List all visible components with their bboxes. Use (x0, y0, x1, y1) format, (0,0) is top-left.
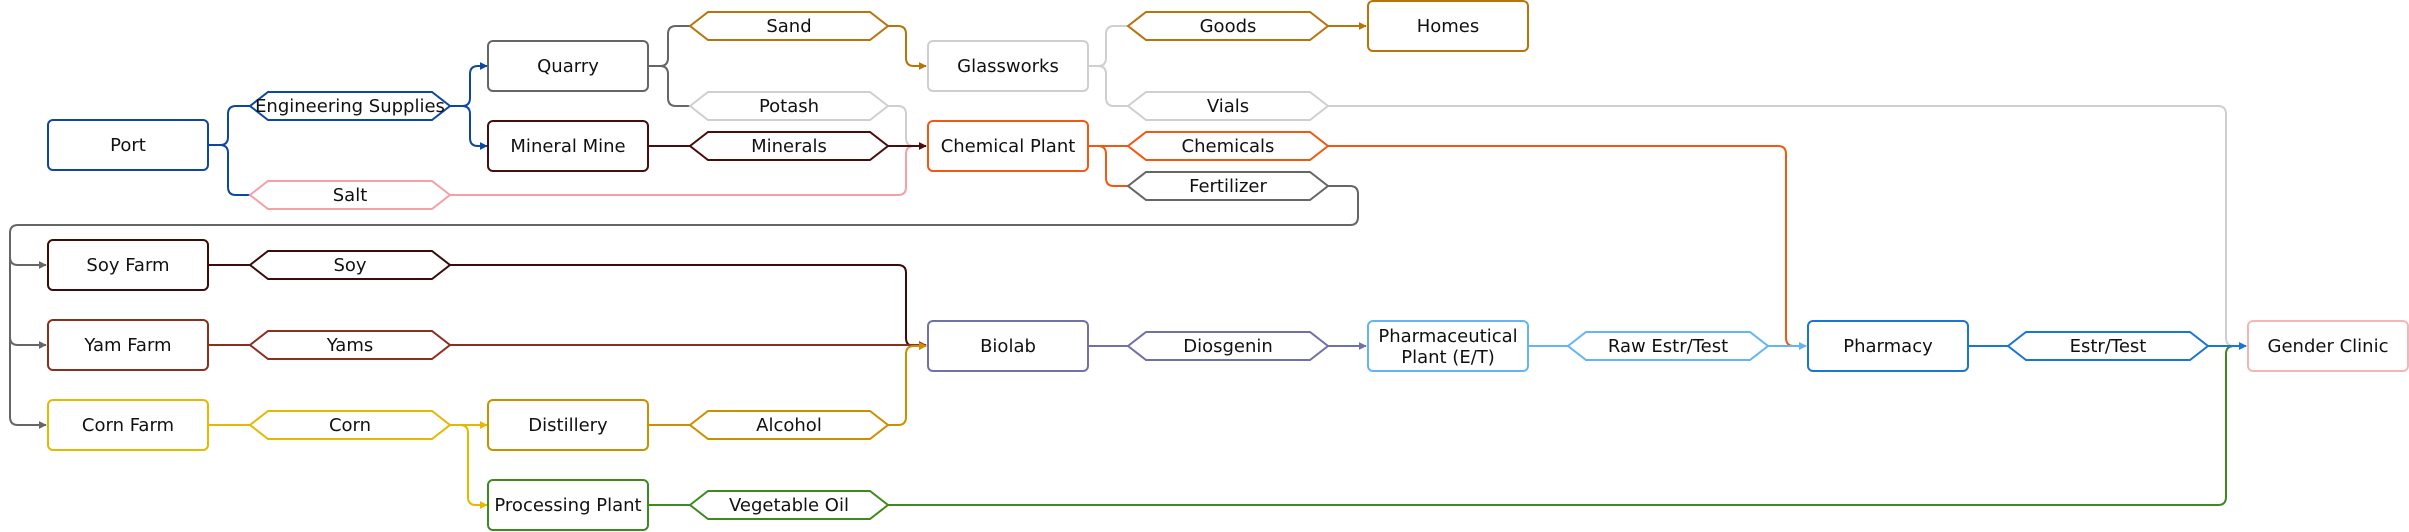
svg-text:Distillery: Distillery (528, 415, 608, 436)
svg-text:Raw Estr/Test: Raw Estr/Test (1608, 336, 1728, 357)
product-corn: Corn (248, 410, 452, 440)
edge-chemplant-fertilizer (1088, 145, 1128, 187)
svg-text:Soy: Soy (333, 255, 366, 276)
product-goods: Goods (1126, 11, 1330, 41)
svg-text:Goods: Goods (1200, 16, 1257, 37)
product-potash: Potash (688, 91, 890, 121)
edge-fertilizer-soyfarm (9, 256, 47, 269)
svg-text:Engineering Supplies: Engineering Supplies (255, 96, 445, 117)
product-alcohol: Alcohol (688, 410, 890, 440)
svg-text:Processing Plant: Processing Plant (494, 495, 641, 516)
svg-text:Vials: Vials (1207, 96, 1249, 117)
node-homes: Homes (1367, 0, 1529, 52)
node-port: Port (47, 119, 209, 171)
node-yam-farm: Yam Farm (47, 319, 209, 371)
svg-text:Sand: Sand (766, 16, 811, 37)
product-salt: Salt (248, 180, 452, 210)
product-sand: Sand (688, 11, 890, 41)
edge-soy-biolab (450, 264, 927, 350)
svg-text:Chemical Plant: Chemical Plant (941, 136, 1076, 157)
svg-text:Port: Port (110, 135, 146, 156)
product-minerals: Minerals (688, 131, 890, 161)
node-mineral-mine: Mineral Mine (487, 120, 649, 172)
product-fertilizer: Fertilizer (1126, 171, 1330, 201)
svg-text:Estr/Test: Estr/Test (2070, 336, 2147, 357)
node-pharmaceutical-plant: Pharmaceutical Plant (E/T) (1367, 320, 1529, 372)
svg-text:Salt: Salt (333, 185, 368, 206)
svg-text:Glassworks: Glassworks (957, 56, 1059, 77)
product-chemicals: Chemicals (1126, 131, 1330, 161)
edge-potash-chemplant (888, 105, 927, 150)
svg-text:Homes: Homes (1417, 16, 1480, 37)
svg-text:Minerals: Minerals (751, 136, 827, 157)
edge-engineering-quarry (450, 62, 488, 107)
svg-text:Biolab: Biolab (980, 336, 1036, 357)
node-glassworks: Glassworks (927, 40, 1089, 92)
svg-text:Soy Farm: Soy Farm (86, 255, 169, 276)
edge-quarry-potash (648, 65, 690, 107)
edge-fertilizer-farms (9, 185, 1359, 429)
edge-glassworks-vials (1088, 65, 1128, 107)
product-vegetable-oil: Vegetable Oil (688, 490, 890, 520)
svg-text:Quarry: Quarry (537, 56, 599, 77)
node-soy-farm: Soy Farm (47, 239, 209, 291)
svg-text:Pharmacy: Pharmacy (1843, 336, 1933, 357)
svg-text:Fertilizer: Fertilizer (1189, 176, 1267, 197)
edge-port-salt (208, 144, 250, 196)
node-processing-plant: Processing Plant (487, 479, 649, 531)
edge-chemicals-pharmacy (1328, 145, 1807, 350)
svg-text:Yam Farm: Yam Farm (83, 335, 171, 356)
svg-text:Mineral Mine: Mineral Mine (510, 136, 625, 157)
svg-text:Diosgenin: Diosgenin (1183, 336, 1273, 357)
edge-glassworks-goods (1088, 25, 1128, 67)
edge-port-engineering (208, 105, 250, 146)
svg-text:Yams: Yams (326, 335, 373, 356)
node-gender-clinic: Gender Clinic (2247, 320, 2409, 372)
product-estr-test: Estr/Test (2006, 331, 2210, 361)
node-quarry: Quarry (487, 40, 649, 92)
edge-fertilizer-yamfarm (9, 336, 47, 349)
edge-sand-glassworks (888, 25, 927, 70)
edge-corn-processing (450, 424, 488, 509)
edge-quarry-sand (648, 25, 690, 67)
svg-text:Corn: Corn (329, 415, 371, 436)
svg-text:Potash: Potash (759, 96, 819, 117)
edge-engineering-mine (450, 105, 488, 150)
node-pharmacy: Pharmacy (1807, 320, 1969, 372)
svg-text:Plant (E/T): Plant (E/T) (1401, 347, 1495, 368)
product-yams: Yams (248, 330, 452, 360)
product-diosgenin: Diosgenin (1126, 331, 1330, 361)
product-engineering-supplies: Engineering Supplies (248, 91, 452, 121)
node-corn-farm: Corn Farm (47, 399, 209, 451)
product-soy: Soy (248, 250, 452, 280)
svg-text:Corn Farm: Corn Farm (82, 415, 174, 436)
svg-text:Vegetable Oil: Vegetable Oil (729, 495, 849, 516)
product-raw-estr-test: Raw Estr/Test (1566, 331, 1770, 361)
edge-alcohol-biolab (888, 342, 927, 426)
node-distillery: Distillery (487, 399, 649, 451)
svg-text:Gender Clinic: Gender Clinic (2268, 336, 2389, 357)
node-biolab: Biolab (927, 320, 1089, 372)
product-vials: Vials (1126, 91, 1330, 121)
svg-text:Chemicals: Chemicals (1182, 136, 1275, 157)
node-chemical-plant: Chemical Plant (927, 120, 1089, 172)
svg-text:Alcohol: Alcohol (756, 415, 822, 436)
svg-text:Pharmaceutical: Pharmaceutical (1378, 326, 1517, 347)
edge-vegoil-clinic (888, 342, 2247, 506)
